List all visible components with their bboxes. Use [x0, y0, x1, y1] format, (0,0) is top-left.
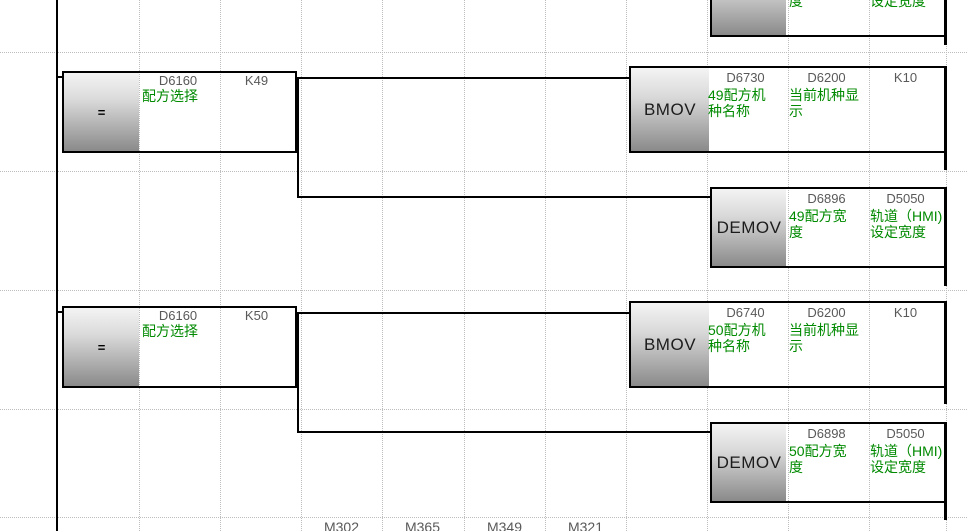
- contact-device-label[interactable]: M349: [486, 519, 523, 531]
- device-label: D6730: [726, 70, 765, 85]
- right-power-rail: [944, 0, 947, 45]
- grid-line-v: [545, 0, 546, 531]
- instruction-label: DEMOV: [716, 452, 782, 472]
- wire-branch: [297, 77, 299, 198]
- device-comment: 轨道（HMI)设定宽度: [870, 208, 943, 240]
- grid-line-v: [626, 0, 627, 531]
- grid-line-h: [0, 517, 967, 518]
- constant-label: K10: [893, 70, 918, 85]
- instruction-cell: [712, 0, 786, 35]
- clipped-comment: 设定宽度: [870, 0, 926, 9]
- device-comment: 配方选择: [142, 88, 198, 104]
- instruction-cell[interactable]: BMOV: [631, 303, 709, 386]
- device-comment: 配方选择: [142, 323, 198, 339]
- device-label: D6896: [807, 191, 846, 206]
- device-label: D6200: [807, 70, 846, 85]
- operand-cell[interactable]: D6200 当前机种显示: [786, 303, 867, 386]
- instruction-cell[interactable]: BMOV: [631, 68, 709, 151]
- operand-cell[interactable]: D6730 49配方机种名称: [705, 68, 786, 151]
- operand-cell[interactable]: K10: [867, 68, 944, 151]
- contact-device-label[interactable]: M302: [323, 519, 360, 531]
- demov-block-50[interactable]: DEMOV D6898 50配方宽度 D5050 轨道（HMI)设定宽度: [710, 422, 946, 503]
- bmov-block-49[interactable]: BMOV D6730 49配方机种名称 D6200 当前机种显示 K10: [629, 66, 946, 153]
- device-label: D5050: [886, 191, 925, 206]
- device-comment: 50配方机种名称: [708, 322, 766, 354]
- grid-line-h: [0, 52, 967, 53]
- instruction-label: BMOV: [643, 99, 697, 119]
- wire: [297, 431, 712, 433]
- device-comment: 当前机种显示: [789, 322, 859, 354]
- instruction-label: DEMOV: [716, 217, 782, 237]
- wire-branch: [297, 312, 299, 433]
- contact-device-label[interactable]: M365: [404, 519, 441, 531]
- operand-cell[interactable]: D6740 50配方机种名称: [705, 303, 786, 386]
- block-border: [710, 0, 712, 35]
- device-label: D6200: [807, 305, 846, 320]
- operand-cell[interactable]: D6898 50配方宽度: [786, 424, 867, 501]
- grid-line-v: [382, 0, 383, 531]
- grid-line-v: [220, 0, 221, 531]
- operator-cell[interactable]: =: [64, 73, 139, 151]
- equals-operator: =: [97, 104, 106, 120]
- demov-block-49[interactable]: DEMOV D6896 49配方宽度 D5050 轨道（HMI)设定宽度: [710, 187, 946, 268]
- device-comment: 轨道（HMI)设定宽度: [870, 443, 943, 475]
- device-label: D6740: [726, 305, 765, 320]
- compare-block-k50[interactable]: = D6160 K50 配方选择: [62, 306, 297, 388]
- wire: [57, 76, 63, 78]
- operand-cell[interactable]: D6896 49配方宽度: [786, 189, 867, 266]
- grid-line-h: [0, 290, 967, 291]
- wire: [296, 312, 631, 314]
- device-label: D6160: [158, 73, 198, 88]
- clipped-comment: 度: [789, 0, 803, 9]
- grid-line-h: [0, 171, 967, 172]
- operand-cell[interactable]: D6200 当前机种显示: [786, 68, 867, 151]
- instruction-cell[interactable]: DEMOV: [712, 424, 786, 501]
- bmov-block-50[interactable]: BMOV D6740 50配方机种名称 D6200 当前机种显示 K10: [629, 301, 946, 388]
- device-label: D5050: [886, 426, 925, 441]
- grid-line-v: [788, 0, 789, 531]
- device-label: D6160: [158, 308, 198, 323]
- equals-operator: =: [97, 339, 106, 355]
- grid-line-h: [0, 409, 967, 410]
- instruction-label: BMOV: [643, 334, 697, 354]
- grid-line-v: [707, 0, 708, 531]
- block-border: [710, 35, 946, 37]
- device-comment: 当前机种显示: [789, 87, 859, 119]
- device-comment: 50配方宽度: [789, 443, 847, 475]
- grid-line-v: [869, 0, 870, 531]
- device-label: D6898: [807, 426, 846, 441]
- constant-label: K10: [893, 305, 918, 320]
- constant-label: K49: [244, 73, 269, 88]
- compare-block-k49[interactable]: = D6160 K49 配方选择: [62, 71, 297, 153]
- operand-cell[interactable]: K10: [867, 303, 944, 386]
- grid-line-v: [301, 0, 302, 531]
- left-power-rail: [56, 0, 58, 531]
- operand-cell[interactable]: D5050 轨道（HMI)设定宽度: [867, 424, 944, 501]
- operator-cell[interactable]: =: [64, 308, 139, 386]
- wire: [296, 77, 631, 79]
- grid-line-v: [464, 0, 465, 531]
- operand-cell[interactable]: D5050 轨道（HMI)设定宽度: [867, 189, 944, 266]
- device-comment: 49配方机种名称: [708, 87, 766, 119]
- constant-label: K50: [244, 308, 269, 323]
- wire: [297, 196, 712, 198]
- instruction-cell[interactable]: DEMOV: [712, 189, 786, 266]
- wire: [57, 311, 63, 313]
- device-comment: 49配方宽度: [789, 208, 847, 240]
- grid-line-v: [139, 0, 140, 531]
- contact-device-label[interactable]: M321: [567, 519, 604, 531]
